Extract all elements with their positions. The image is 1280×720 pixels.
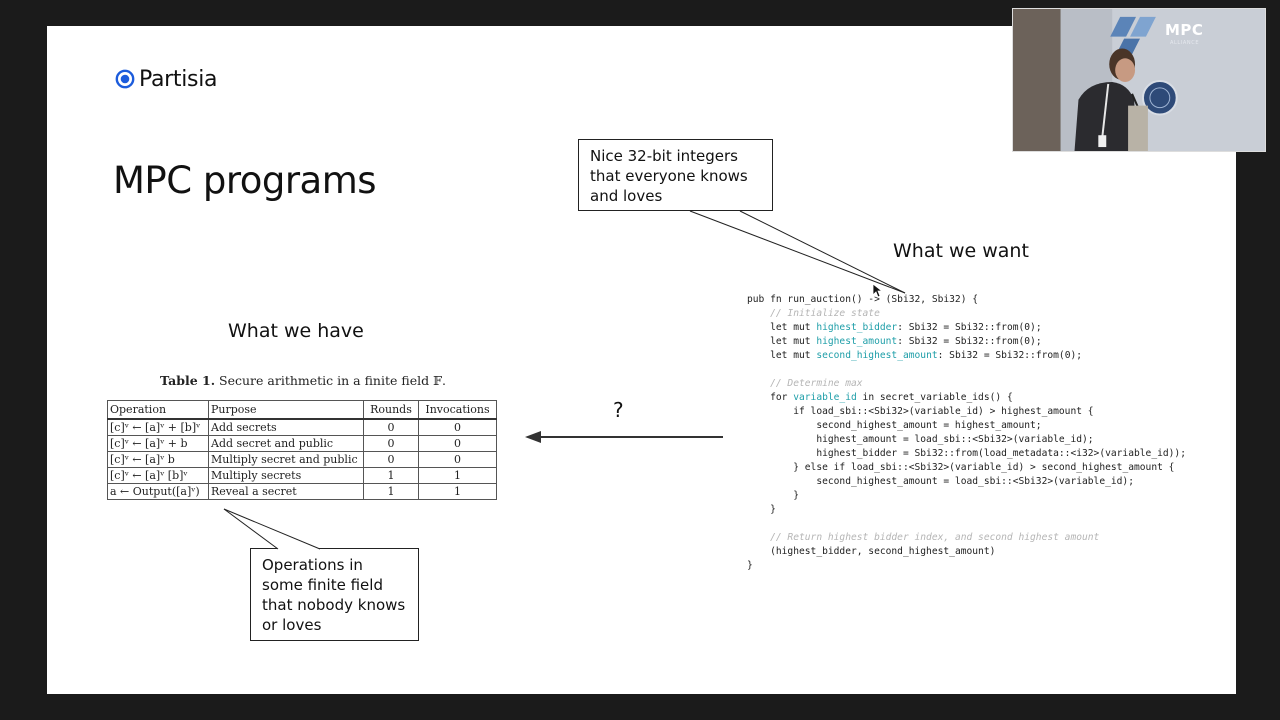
cell-operation: [c]ᵛ ← [a]ᵛ [b]ᵛ	[107, 467, 209, 484]
table-header-row: Operation Purpose Rounds Invocations	[107, 400, 497, 420]
partisia-logo: Partisia	[115, 66, 218, 92]
code-comment: // Return highest bidder index, and seco…	[770, 532, 1100, 543]
cell-rounds: 1	[363, 467, 419, 484]
question-mark: ?	[613, 398, 624, 422]
code-line: highest_amount = load_sbi::<Sbi32>(varia…	[816, 434, 1094, 445]
cell-purpose: Multiply secrets	[208, 467, 364, 484]
cell-invocations: 0	[418, 451, 497, 468]
cell-operation: [c]ᵛ ← [a]ᵛ + b	[107, 435, 209, 452]
code-comment: // Determine max	[770, 378, 863, 389]
slide-title: MPC programs	[113, 159, 377, 202]
cell-purpose: Reveal a secret	[208, 483, 364, 500]
cell-rounds: 0	[363, 418, 419, 436]
table-row: [c]ᵛ ← [a]ᵛ + b Add secret and public 0 …	[107, 435, 497, 452]
table-caption-label: Table 1.	[160, 373, 216, 388]
table-row: [c]ᵛ ← [a]ᵛ [b]ᵛ Multiply secrets 1 1	[107, 467, 497, 484]
code-line: (highest_bidder, second_highest_amount)	[770, 546, 996, 557]
code-comment: // Initialize state	[770, 308, 880, 319]
rust-code-block: pub fn run_auction() -> (Sbi32, Sbi32) {…	[747, 294, 1186, 571]
speaker-webcam-feed: MPC ALLIANCE	[1012, 8, 1266, 152]
table-row: [c]ᵛ ← [a]ᵛ b Multiply secret and public…	[107, 451, 497, 468]
partisia-logo-icon	[115, 69, 135, 89]
table-caption: Table 1. Secure arithmetic in a finite f…	[160, 373, 446, 388]
cell-purpose: Add secrets	[208, 418, 364, 436]
cell-operation: [c]ᵛ ← [a]ᵛ b	[107, 451, 209, 468]
logo-text: Partisia	[139, 66, 218, 92]
header-operation: Operation	[107, 400, 209, 420]
mouse-cursor-icon	[873, 284, 883, 298]
code-line: highest_bidder = Sbi32::from(load_metada…	[816, 448, 1186, 459]
cell-operation: [c]ᵛ ← [a]ᵛ + [b]ᵛ	[107, 418, 209, 436]
callout-line: that nobody knows	[262, 596, 406, 614]
code-variable: highest_amount	[816, 336, 898, 347]
cell-invocations: 1	[418, 483, 497, 500]
code-variable: variable_id	[793, 392, 857, 403]
header-invocations: Invocations	[418, 400, 497, 420]
callout-line: that everyone knows	[590, 167, 748, 185]
cell-purpose: Add secret and public	[208, 435, 364, 452]
table-row: [c]ᵛ ← [a]ᵛ + [b]ᵛ Add secrets 0 0	[107, 418, 497, 436]
callout-finite-field: Operations in some finite field that nob…	[250, 548, 419, 641]
callout-line: or loves	[262, 616, 322, 634]
table-caption-text: Secure arithmetic in a finite field 𝔽.	[219, 373, 446, 388]
code-variable: second_highest_amount	[816, 350, 938, 361]
cell-operation: a ← Output([a]ᵛ)	[107, 483, 209, 500]
cell-invocations: 0	[418, 435, 497, 452]
header-purpose: Purpose	[208, 400, 364, 420]
callout-nice-integers: Nice 32-bit integers that everyone knows…	[578, 139, 773, 211]
callout-line: Operations in	[262, 556, 363, 574]
code-line: if load_sbi::<Sbi32>(variable_id) > high…	[793, 406, 1094, 417]
cell-rounds: 1	[363, 483, 419, 500]
table-row: a ← Output([a]ᵛ) Reveal a secret 1 1	[107, 483, 497, 500]
secure-arithmetic-table: Operation Purpose Rounds Invocations [c]…	[107, 400, 497, 500]
what-we-want-label: What we want	[893, 240, 1029, 262]
code-line: second_highest_amount = highest_amount;	[816, 420, 1042, 431]
webcam-scene	[1013, 9, 1265, 151]
code-line: } else if load_sbi::<Sbi32>(variable_id)…	[793, 462, 1175, 473]
code-line: pub fn run_auction() -> (Sbi32, Sbi32) {	[747, 294, 979, 305]
code-line: second_highest_amount = load_sbi::<Sbi32…	[816, 476, 1134, 487]
webcam-org-name: MPC	[1165, 21, 1204, 39]
callout-line: some finite field	[262, 576, 383, 594]
cell-rounds: 0	[363, 451, 419, 468]
header-rounds: Rounds	[363, 400, 419, 420]
cell-invocations: 0	[418, 418, 497, 436]
webcam-org-sub: ALLIANCE	[1170, 40, 1200, 46]
code-variable: highest_bidder	[816, 322, 898, 333]
cell-rounds: 0	[363, 435, 419, 452]
cell-invocations: 1	[418, 467, 497, 484]
what-we-have-label: What we have	[228, 320, 364, 342]
cell-purpose: Multiply secret and public	[208, 451, 364, 468]
callout-line: Nice 32-bit integers	[590, 147, 738, 165]
callout-line: and loves	[590, 187, 663, 205]
